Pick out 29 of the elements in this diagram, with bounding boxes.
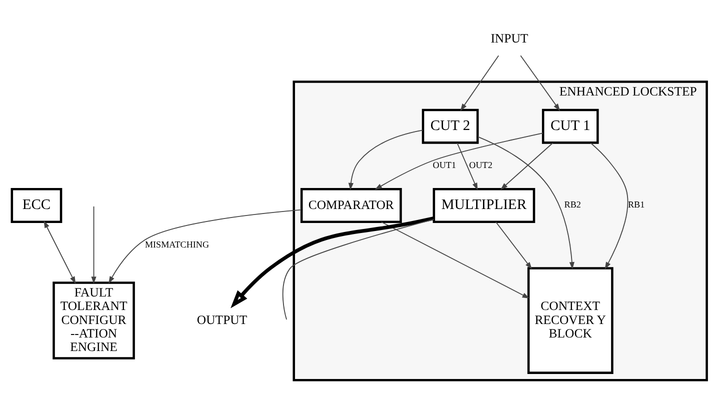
node-text: INPUT	[490, 31, 528, 46]
arrow	[500, 142, 554, 190]
arrow	[374, 132, 544, 190]
edge-label: RB1	[628, 200, 645, 210]
node-box: FAULT TOLERANT CONFIGUR --ATION ENGINE	[52, 282, 135, 360]
arrow	[380, 221, 530, 299]
arrow	[456, 142, 478, 190]
node-box: MULTIPLIER	[432, 188, 536, 223]
arrow	[108, 209, 302, 284]
arrow	[460, 55, 500, 111]
node-box: CUT 1	[542, 108, 599, 144]
edge-label: OUT1	[432, 160, 456, 170]
arrow	[91, 206, 96, 284]
node-box: CUT 2	[422, 108, 479, 144]
node-box: CONTEXT RECOVER Y BLOCK	[527, 267, 614, 374]
edge-label: MISMATCHING	[144, 239, 210, 250]
edge-label: RB2	[564, 200, 581, 210]
node-box: COMPARATOR	[300, 188, 402, 223]
arrow	[477, 136, 574, 270]
arrow	[495, 221, 532, 270]
edge-label: OUT2	[469, 160, 492, 170]
node-text: OUTPUT	[196, 312, 248, 327]
arrow	[590, 142, 628, 270]
arrow	[230, 216, 434, 308]
arrow	[348, 130, 424, 190]
node-box: ECC	[10, 188, 62, 223]
connector	[282, 218, 434, 320]
arrow	[520, 55, 560, 111]
arrow	[44, 220, 76, 284]
